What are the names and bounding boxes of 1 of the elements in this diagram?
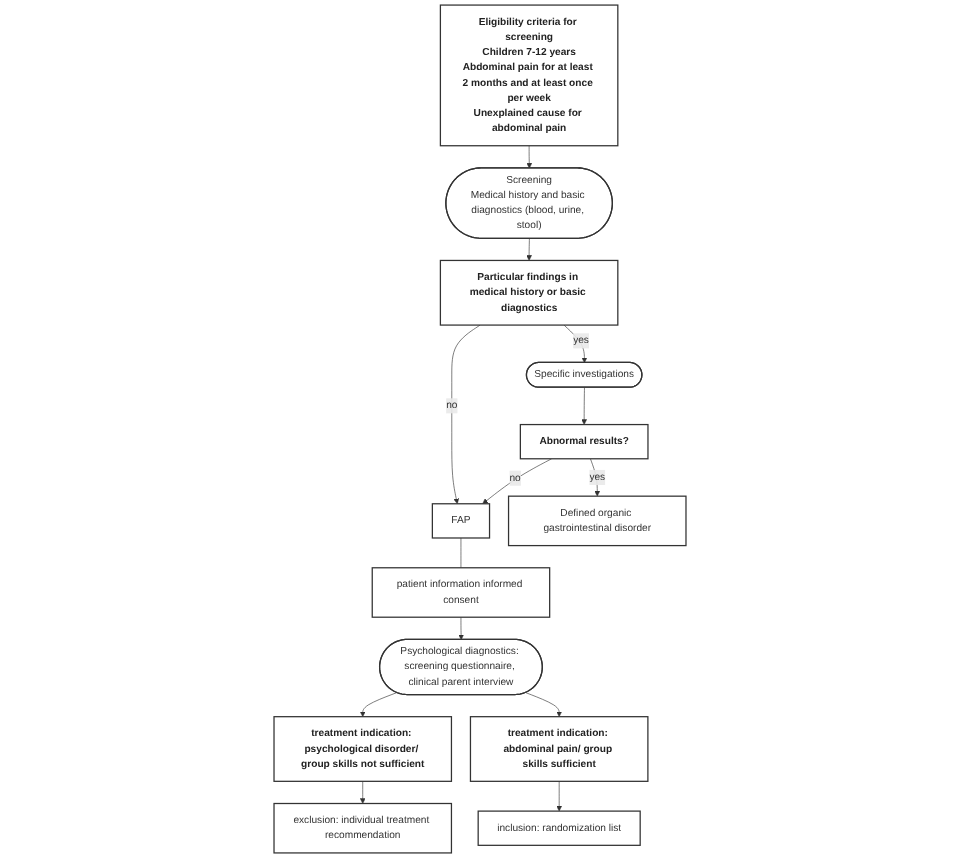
- connector: [460, 537, 462, 569]
